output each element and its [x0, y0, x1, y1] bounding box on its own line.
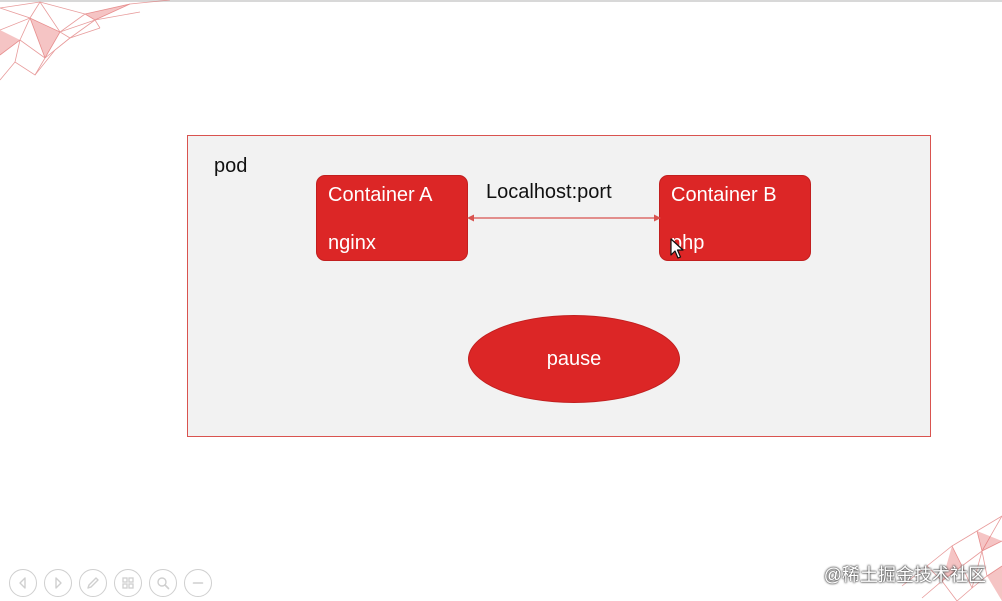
window-top-border [0, 0, 1002, 2]
bidirectional-arrow [467, 214, 661, 222]
ellipsis-icon [192, 582, 204, 584]
container-a-title: Container A [328, 184, 433, 206]
arrow-right-icon [55, 577, 62, 589]
container-b-title: Container B [671, 184, 777, 206]
container-b-box: Container B php [659, 175, 811, 261]
pen-button[interactable] [79, 569, 107, 597]
slideshow-toolbar [9, 569, 212, 597]
mouse-pointer-icon [670, 238, 684, 259]
more-options-button[interactable] [184, 569, 212, 597]
magnifier-icon [157, 577, 170, 590]
arrow-left-icon [19, 577, 26, 589]
previous-slide-button[interactable] [9, 569, 37, 597]
watermark-text: @稀土掘金技术社区 [823, 565, 986, 585]
slides-overview-button[interactable] [114, 569, 142, 597]
pen-icon [87, 577, 99, 589]
pause-ellipse: pause [468, 315, 680, 403]
next-slide-button[interactable] [44, 569, 72, 597]
top-left-decoration [0, 0, 171, 81]
zoom-button[interactable] [149, 569, 177, 597]
pause-label: pause [546, 347, 602, 370]
container-a-subtitle: nginx [328, 232, 376, 254]
localhost-port-label: Localhost:port [486, 181, 612, 203]
pod-label: pod [214, 155, 248, 177]
container-a-box: Container A nginx [316, 175, 468, 261]
grid-icon [122, 577, 134, 589]
